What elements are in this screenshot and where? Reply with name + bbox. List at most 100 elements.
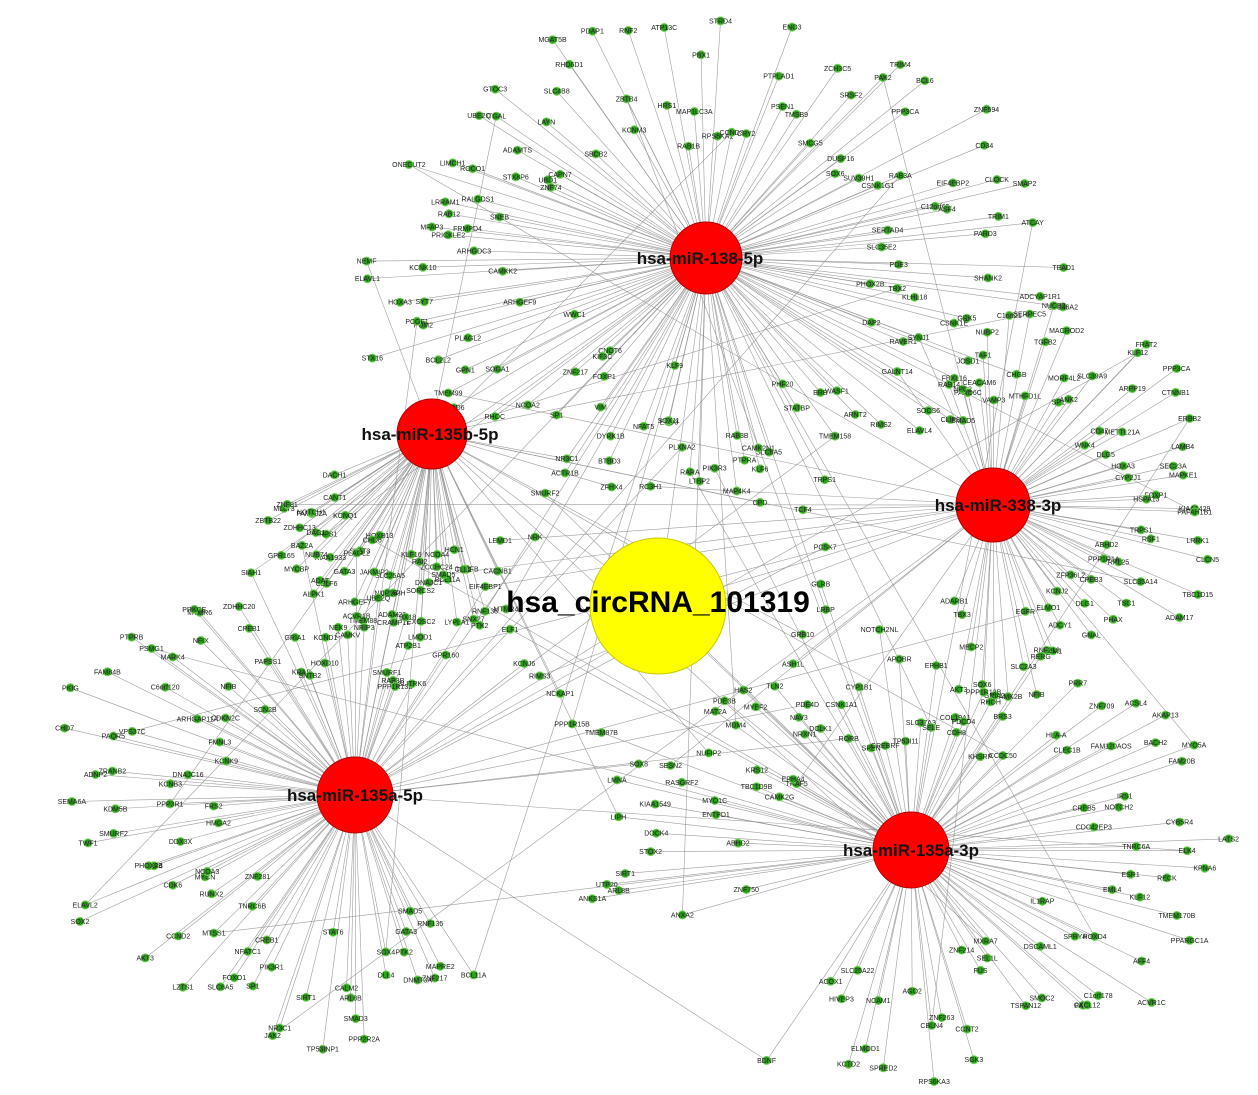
gene-node[interactable]: MAP4K4 — [723, 486, 751, 496]
gene-node[interactable]: APOBR — [887, 654, 912, 664]
gene-node[interactable]: RNF213 — [1034, 645, 1060, 655]
gene-node[interactable]: MDM4 — [725, 720, 746, 730]
gene-node[interactable]: TMEM99 — [434, 388, 463, 398]
gene-node[interactable]: ARHGEF9 — [503, 297, 536, 307]
gene-node[interactable]: DNAJC1 — [415, 578, 442, 588]
gene-node[interactable]: PARD3 — [974, 229, 997, 239]
gene-node[interactable]: CLEC1B — [1053, 745, 1081, 755]
gene-node[interactable]: UBE2Q — [366, 593, 391, 603]
gene-node[interactable]: ELAVL2 — [73, 900, 98, 910]
gene-node[interactable]: SIAH1 — [241, 568, 261, 578]
gene-node[interactable]: CPEB1 — [238, 623, 261, 633]
gene-node[interactable]: PIK3R1 — [260, 962, 284, 972]
gene-node[interactable]: GALNT14 — [882, 367, 913, 377]
gene-node[interactable]: ZBTB22 — [255, 515, 281, 525]
gene-node[interactable]: CBLN4 — [920, 1020, 943, 1030]
gene-node[interactable]: ANK2 — [1060, 394, 1078, 404]
gene-node[interactable]: PLXNA2 — [669, 442, 696, 452]
gene-node[interactable]: TWF1 — [78, 838, 98, 848]
gene-node[interactable]: GATA3 — [395, 927, 417, 937]
gene-node[interactable]: FAM120AOS — [1091, 741, 1132, 751]
gene-node[interactable]: FRMPD4 — [453, 224, 482, 234]
gene-node[interactable]: ABHD2 — [1095, 540, 1118, 550]
gene-node[interactable]: CREBRF — [871, 741, 900, 751]
gene-node[interactable]: KLF12 — [1127, 348, 1148, 358]
gene-node[interactable]: RAB3A — [889, 171, 912, 181]
gene-node[interactable]: NRXN1 — [793, 729, 817, 739]
gene-node[interactable]: LIPH — [611, 812, 627, 822]
gene-node[interactable]: RC3H1 — [639, 481, 662, 491]
gene-node[interactable]: CALM2 — [335, 983, 358, 993]
gene-node[interactable]: ERBB2 — [1178, 414, 1201, 424]
gene-node[interactable]: PBX1 — [692, 50, 710, 60]
gene-node[interactable]: NAV3 — [790, 712, 808, 722]
gene-node[interactable]: SMAP2 — [1013, 179, 1037, 189]
gene-node[interactable]: CSNK1A1 — [826, 700, 858, 710]
gene-node[interactable]: GPR160 — [432, 650, 459, 660]
gene-node[interactable]: SOX2 — [71, 916, 90, 926]
gene-node[interactable]: NPC2 — [953, 384, 972, 394]
gene-node[interactable]: MGAT5B — [538, 35, 567, 45]
gene-node[interactable]: FMNL3 — [208, 737, 231, 747]
gene-node[interactable]: ATP13C — [651, 23, 677, 33]
gene-node[interactable]: ZNF214 — [949, 945, 974, 955]
gene-node[interactable]: STAT6 — [323, 927, 344, 937]
gene-node[interactable]: SOX6 — [826, 169, 845, 179]
gene-node[interactable]: PCGF1 — [405, 316, 429, 326]
gene-node[interactable]: TGFB2 — [1034, 337, 1057, 347]
gene-node[interactable]: SP1 — [1052, 397, 1065, 407]
gene-node[interactable]: KCNQ1 — [333, 510, 357, 520]
gene-node[interactable]: KCNK9 — [215, 756, 238, 766]
gene-node[interactable]: CAMK2B — [994, 692, 1023, 702]
gene-node[interactable]: SCN2B — [253, 704, 277, 714]
gene-node[interactable]: CHGB — [1006, 369, 1027, 379]
gene-node[interactable]: SMURF1 — [372, 668, 401, 678]
gene-node[interactable]: SLC6A5 — [207, 982, 234, 992]
gene-node[interactable]: PHF20 — [772, 379, 794, 389]
gene-node[interactable]: PCSK7 — [814, 542, 837, 552]
gene-node[interactable]: SLC35E2 — [867, 242, 897, 252]
gene-node[interactable]: NOTCH2NL — [861, 625, 899, 635]
gene-node[interactable]: ADNP2 — [84, 770, 107, 780]
gene-node[interactable]: CDKN2C — [211, 713, 240, 723]
gene-node[interactable]: MAPKE1 — [1169, 470, 1198, 480]
gene-node[interactable]: CANT1 — [323, 493, 346, 503]
gene-node[interactable]: TP53I11 — [893, 736, 919, 746]
gene-node[interactable]: C6orf120 — [151, 682, 180, 692]
gene-node[interactable]: TAF1 — [975, 350, 992, 360]
gene-node[interactable]: ADAM22 — [378, 609, 406, 619]
gene-node[interactable]: FOXO1 — [222, 973, 246, 983]
circrna-node[interactable] — [589, 537, 727, 675]
gene-node[interactable]: SOX11 — [658, 416, 680, 426]
gene-node[interactable]: ZNF217 — [563, 367, 588, 377]
gene-node[interactable]: SOX4 — [376, 947, 395, 957]
gene-node[interactable]: BCL6 — [916, 76, 934, 86]
gene-node[interactable]: MAT2A — [704, 706, 727, 716]
gene-node[interactable]: NCOA3 — [195, 866, 219, 876]
gene-node[interactable]: RECK — [1157, 873, 1177, 883]
gene-node[interactable]: NFIB — [1029, 690, 1045, 700]
gene-node[interactable]: NEMF — [357, 256, 377, 266]
gene-node[interactable]: ZNF709 — [1089, 701, 1114, 711]
gene-node[interactable]: ATP2B1 — [395, 641, 421, 651]
gene-node[interactable]: KCNK10 — [409, 262, 437, 272]
gene-node[interactable]: KLF12 — [1129, 892, 1150, 902]
gene-node[interactable]: SOX6 — [973, 679, 992, 689]
gene-node[interactable]: PPP1R15B — [554, 719, 590, 729]
gene-node[interactable]: CAMK2G — [765, 792, 795, 802]
gene-node[interactable]: STX16 — [362, 353, 384, 363]
gene-node[interactable]: CYB5R4 — [1166, 817, 1193, 827]
gene-node[interactable]: KCNJ6 — [513, 659, 535, 669]
gene-node[interactable]: ASH1L — [782, 659, 804, 669]
gene-node[interactable]: SPEN — [862, 743, 881, 753]
gene-node[interactable]: BCL2L2 — [426, 355, 451, 365]
gene-node[interactable]: TEAD1 — [1052, 263, 1075, 273]
gene-node[interactable]: HSPA13 — [1133, 494, 1160, 504]
gene-node[interactable]: TP53INP1 — [307, 1044, 339, 1054]
gene-node[interactable]: C12orf65 — [921, 201, 950, 211]
gene-node[interactable]: ZCH3C5 — [824, 63, 851, 73]
gene-node[interactable]: SLC6A5 — [756, 447, 782, 457]
gene-node[interactable]: DDX3X — [169, 837, 193, 847]
gene-node[interactable]: LAMB4 — [1171, 442, 1194, 452]
gene-node[interactable]: SMAD5 — [431, 570, 456, 580]
